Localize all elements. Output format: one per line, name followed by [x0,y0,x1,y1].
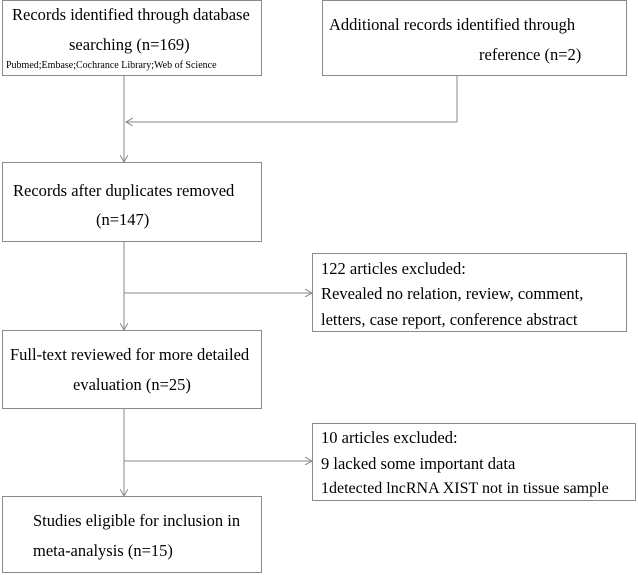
excluded-records-box-1: 122 articles excluded: Revealed no relat… [312,253,627,332]
eligible-studies-line2: meta-analysis (n=15) [33,541,173,560]
fulltext-review-line1: Full-text reviewed for more detailed [10,345,250,364]
reference-records-line2: reference (n=2) [479,45,582,64]
excluded1-reasons-line1: Revealed no relation, review, comment, [321,284,584,303]
database-records-line2: searching (n=169) [69,35,190,54]
reference-records-line1: Additional records identified through [329,15,576,34]
database-records-line1: Records identified through database [12,5,250,24]
duplicates-removed-box: Records after duplicates removed (n=147) [2,162,262,242]
database-records-box: Records identified through database sear… [2,0,262,76]
eligible-studies-box: Studies eligible for inclusion in meta-a… [2,496,262,573]
excluded1-reasons-line2: letters, case report, conference abstrac… [321,310,578,329]
fulltext-review-line2: evaluation (n=25) [73,375,191,394]
excluded-records-box-2: 10 articles excluded: 9 lacked some impo… [312,423,636,501]
reference-records-box: Additional records identified through re… [322,0,627,76]
excluded2-reason-1: 9 lacked some important data [321,454,516,473]
fulltext-review-box: Full-text reviewed for more detailed eva… [2,330,262,409]
excluded2-reason-2: 1detected lncRNA XIST not in tissue samp… [321,480,609,497]
eligible-studies-line1: Studies eligible for inclusion in [33,511,241,530]
database-sources: Pubmed;Embase;Cochrance Library;Web of S… [6,60,217,71]
excluded2-title: 10 articles excluded: [321,428,458,447]
excluded1-title: 122 articles excluded: [321,259,466,278]
duplicates-removed-line1: Records after duplicates removed [13,181,235,200]
duplicates-removed-line2: (n=147) [96,210,150,229]
